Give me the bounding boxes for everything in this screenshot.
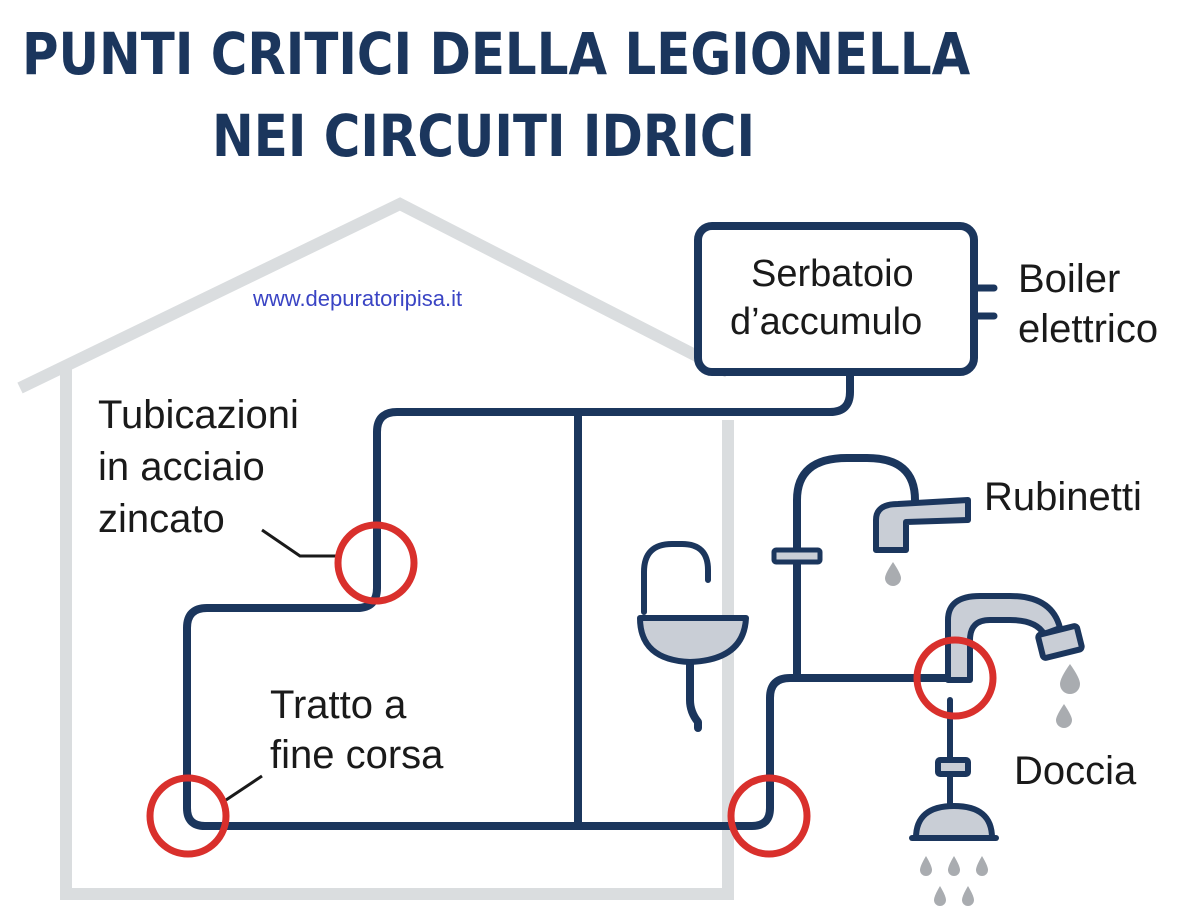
boiler-connectors: [970, 284, 998, 320]
tank-label-line-2: d’accumulo: [730, 301, 923, 343]
boiler-label-line-1: Boiler: [1018, 257, 1121, 301]
sink-drain-pipe: [686, 656, 702, 732]
critical-ring-return: [727, 774, 811, 858]
sink-icon: [637, 541, 749, 665]
pipes-label-line-3: zincato: [98, 497, 225, 541]
shower-head-icon: [909, 697, 999, 841]
dead-end-label-line-2: fine corsa: [270, 733, 444, 777]
page-title-line-2: NEI CIRCUITI IDRICI: [212, 102, 756, 170]
dead-end-leader-line: [225, 774, 263, 802]
dead-end-label-line-1: Tratto a: [270, 683, 407, 727]
critical-points: [146, 521, 997, 858]
pipes-label-line-1: Tubicazioni: [98, 393, 299, 437]
storage-tank-box: [694, 222, 978, 376]
pipes-leader-line: [261, 528, 336, 558]
shower-arm-icon: [945, 593, 1085, 683]
pipe-network: [183, 368, 966, 830]
house-outline: [17, 197, 734, 900]
valve-icon: [771, 547, 823, 565]
critical-ring-shower: [913, 636, 997, 720]
boiler-label-line-2: elettrico: [1018, 307, 1159, 351]
tap-branch-pipe: [793, 454, 919, 682]
faucet-icon: [873, 497, 971, 553]
leader-lines: [225, 528, 336, 802]
pipes-label-line-2: in acciaio: [98, 445, 265, 489]
shower-arm-drop-icon-1: [1060, 664, 1080, 694]
critical-ring-dead-end: [146, 774, 230, 858]
shower-water-drops: [920, 856, 988, 906]
faucet-drop-icon: [885, 562, 901, 586]
taps-label: Rubinetti: [984, 475, 1142, 519]
main-supply-pipe: [183, 368, 966, 830]
website-watermark: www.depuratoripisa.it: [253, 286, 463, 311]
shower-label: Doccia: [1014, 749, 1137, 793]
critical-ring-pipes: [334, 521, 418, 605]
page-title-line-1: PUNTI CRITICI DELLA LEGIONELLA: [22, 20, 971, 88]
tank-label-line-1: Serbatoio: [751, 253, 914, 295]
shower-arm-drop-icon-2: [1056, 704, 1072, 728]
